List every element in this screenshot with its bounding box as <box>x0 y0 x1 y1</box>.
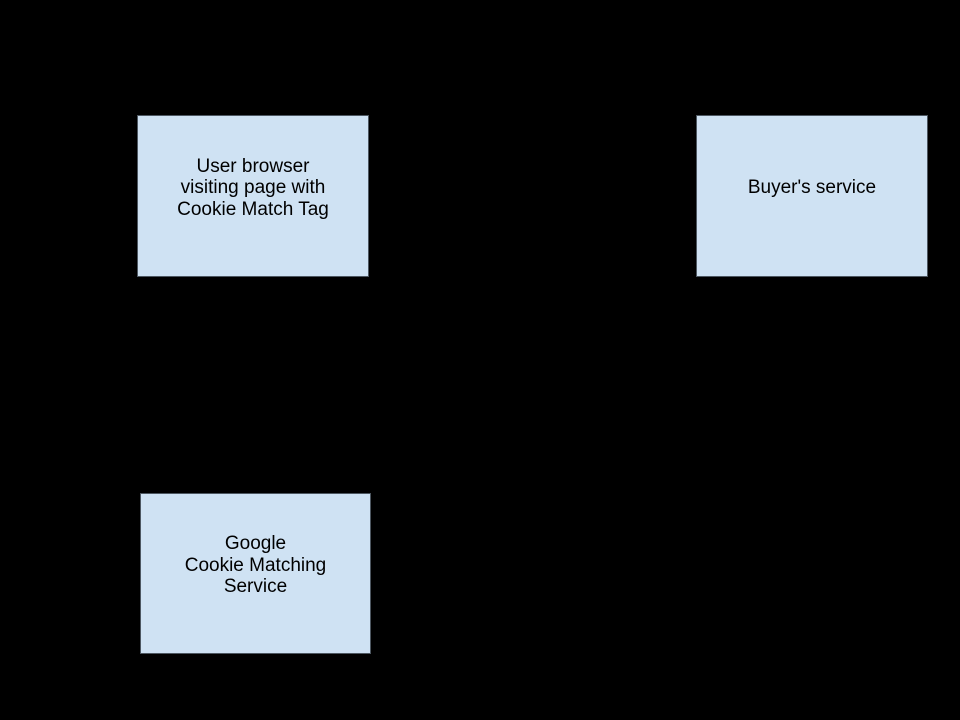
node-user-browser: User browser visiting page with Cookie M… <box>137 115 369 277</box>
node-user-browser-label: User browser visiting page with Cookie M… <box>177 156 329 221</box>
node-buyers-service-label: Buyer's service <box>748 177 876 199</box>
node-buyers-service: Buyer's service <box>696 115 928 277</box>
node-google-cookie-matching-service: Google Cookie Matching Service <box>140 493 371 654</box>
node-user-browser-line-3: Cookie Match Tag <box>177 198 329 220</box>
node-google-cms-line-3: Service <box>223 576 288 598</box>
node-google-cms-line-1: Google <box>224 533 287 555</box>
node-google-cms-line-2: Cookie Matching <box>184 554 327 576</box>
node-google-cookie-matching-service-label: Google Cookie Matching Service <box>185 533 327 598</box>
node-user-browser-line-2: visiting page with <box>180 177 326 199</box>
node-user-browser-line-1: User browser <box>196 155 310 177</box>
node-buyers-service-line-1: Buyer's service <box>747 177 877 199</box>
